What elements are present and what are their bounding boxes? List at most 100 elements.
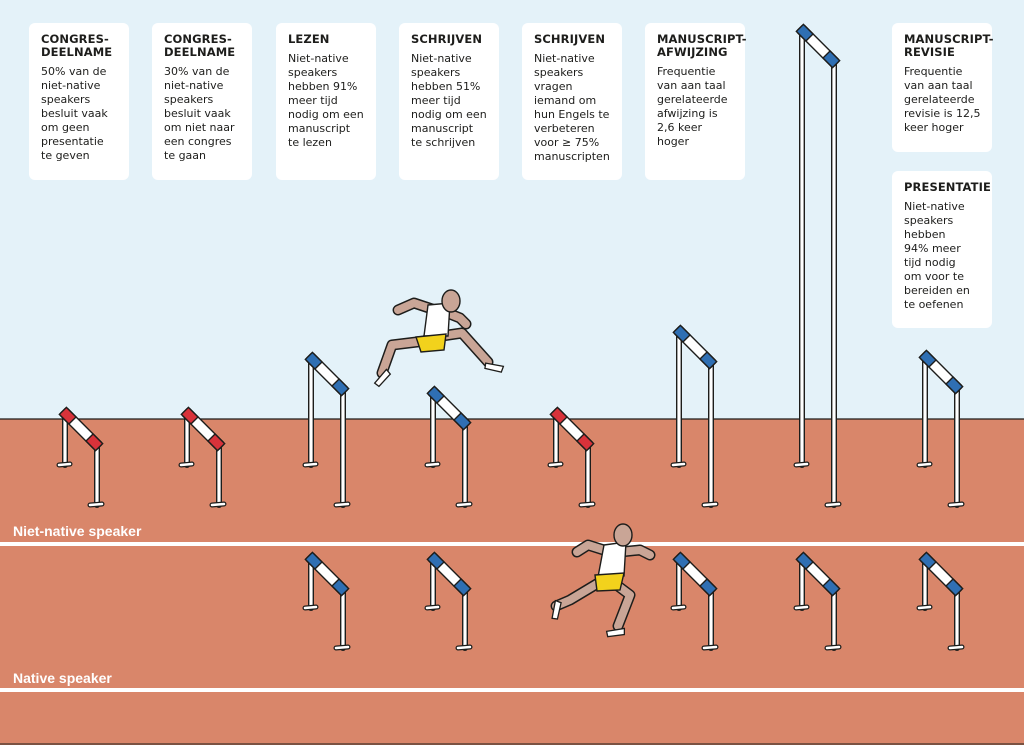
hurdle (916, 551, 965, 651)
hurdle-bar-stripe (795, 23, 815, 43)
hurdle-bar-stripe (330, 577, 350, 597)
card-body: Niet-native speakers vragen iemand om hu… (534, 52, 610, 163)
card-title: MANUSCRIPT- AFWIJZING (657, 32, 747, 59)
hurdle (793, 551, 842, 651)
hurdle-foot-fill (456, 502, 472, 507)
hurdle-foot-fill (456, 645, 472, 650)
hurdle-bar-stripe (84, 432, 104, 452)
hurdle-foot-fill (303, 462, 318, 467)
hurdle-bar-stripe (452, 577, 472, 597)
hurdle (670, 551, 719, 651)
card-body: 30% van de niet-native speakers besluit … (164, 65, 235, 162)
hurdle-bar (180, 406, 226, 452)
hurdle-bar-stripe (795, 551, 815, 571)
hurdle-bar-stripe (672, 551, 692, 571)
hurdle-foot-fill (948, 645, 964, 650)
hurdle-foot-fill (794, 462, 809, 467)
hurdle-foot-fill (917, 605, 932, 610)
hurdle-bar (304, 551, 350, 597)
shorts (594, 572, 625, 592)
head (613, 523, 633, 547)
card-body: Niet-native speakers hebben 91% meer tij… (288, 52, 364, 149)
hurdle-bar-stripe (304, 351, 324, 371)
hurdle-bar-stripe (549, 406, 569, 426)
hurdle-bar-stripe (452, 411, 472, 431)
hurdle-bar-stripe (698, 577, 718, 597)
hurdle-bar (426, 551, 472, 597)
hurdle-bar-stripe (918, 551, 938, 571)
front-arm-fill (616, 546, 654, 559)
hurdle-bar-stripe (426, 385, 446, 405)
shoe (484, 362, 505, 373)
hurdle-bar-stripe (944, 577, 964, 597)
card-title: LEZEN (288, 32, 330, 46)
card-title: SCHRIJVEN (411, 32, 483, 46)
hurdle-bar-stripe (575, 432, 595, 452)
hurdle-bar (795, 23, 841, 69)
hurdle-foot-fill (334, 645, 350, 650)
hurdle (302, 351, 351, 508)
hurdle-bar (795, 551, 841, 597)
hurdle-foot-fill (825, 502, 841, 507)
hurdle-foot-fill (671, 605, 686, 610)
hurdle-foot-fill (917, 462, 932, 467)
hurdle-foot-fill (334, 502, 350, 507)
lane-label-native: Native speaker (13, 670, 112, 686)
hurdle-bar (426, 385, 472, 431)
hurdle-bar-stripe (180, 406, 200, 426)
info-card-congres-1: CONGRES- DEELNAME 50% van de niet-native… (29, 23, 129, 180)
head (441, 289, 461, 313)
hurdle-bar (672, 551, 718, 597)
card-title: MANUSCRIPT- REVISIE (904, 32, 994, 59)
hurdle-bar-stripe (672, 324, 692, 344)
shoe (551, 599, 562, 620)
hurdle-foot-fill (825, 645, 841, 650)
hurdle-foot-fill (88, 502, 104, 507)
hurdle (302, 551, 351, 651)
hurdle (916, 349, 965, 508)
card-title: PRESENTATIE (904, 180, 991, 194)
shorts (415, 333, 447, 353)
track-surface (0, 419, 1024, 745)
shoe (373, 368, 392, 388)
info-card-schrijven-1: SCHRIJVEN Niet-native speakers hebben 51… (399, 23, 499, 180)
runner-native (550, 523, 656, 638)
hurdle-bar-stripe (206, 432, 226, 452)
hurdle-bar-stripe (330, 377, 350, 397)
hurdle-bar-stripe (821, 577, 841, 597)
hurdle-bar-stripe (918, 349, 938, 369)
back-arm-fill (394, 299, 436, 314)
hurdle (793, 23, 842, 508)
hurdle-foot-fill (210, 502, 226, 507)
hurdle-bar (918, 349, 964, 395)
hurdle-foot-fill (671, 462, 686, 467)
info-card-presentatie: PRESENTATIE Niet-native speakers hebben … (892, 171, 992, 328)
runner-non-native (373, 289, 505, 388)
hurdle-foot-fill (179, 462, 194, 467)
hurdle-foot-fill (702, 645, 718, 650)
lane-label-non-native: Niet-native speaker (13, 523, 142, 539)
hurdle (424, 385, 473, 508)
card-body: 50% van de niet-native speakers besluit … (41, 65, 108, 162)
shoe (605, 627, 626, 638)
hurdle-foot-fill (57, 462, 72, 467)
hurdle (178, 406, 227, 508)
card-body: Niet-native speakers hebben 94% meer tij… (904, 200, 970, 311)
card-body: Frequentie van aan taal gerelateerde afw… (657, 65, 728, 148)
hurdle (547, 406, 596, 508)
card-title: CONGRES- DEELNAME (164, 32, 236, 59)
info-card-manuscript-afwijzing: MANUSCRIPT- AFWIJZING Frequentie van aan… (645, 23, 747, 180)
hurdle-foot-fill (794, 605, 809, 610)
hurdle-foot-fill (303, 605, 318, 610)
hurdle-foot-fill (579, 502, 595, 507)
hurdle-bar (304, 351, 350, 397)
hurdle-foot-fill (948, 502, 964, 507)
info-card-lezen: LEZEN Niet-native speakers hebben 91% me… (276, 23, 376, 180)
hurdle (56, 406, 105, 508)
hurdle-bar (58, 406, 104, 452)
hurdle-bar-stripe (426, 551, 446, 571)
back-arm-fill (573, 541, 611, 556)
lane-line-2 (0, 688, 1024, 692)
hurdle-bar-stripe (304, 551, 324, 571)
